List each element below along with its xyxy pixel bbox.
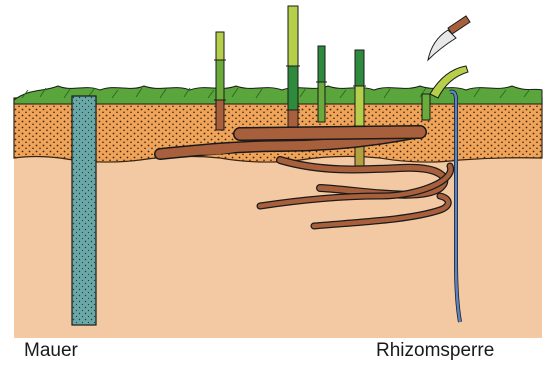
rhizome-barrier-label: Rhizomsperre (376, 340, 494, 362)
wall (72, 96, 96, 325)
spade-icon (428, 16, 470, 60)
wall-label: Mauer (24, 340, 78, 362)
